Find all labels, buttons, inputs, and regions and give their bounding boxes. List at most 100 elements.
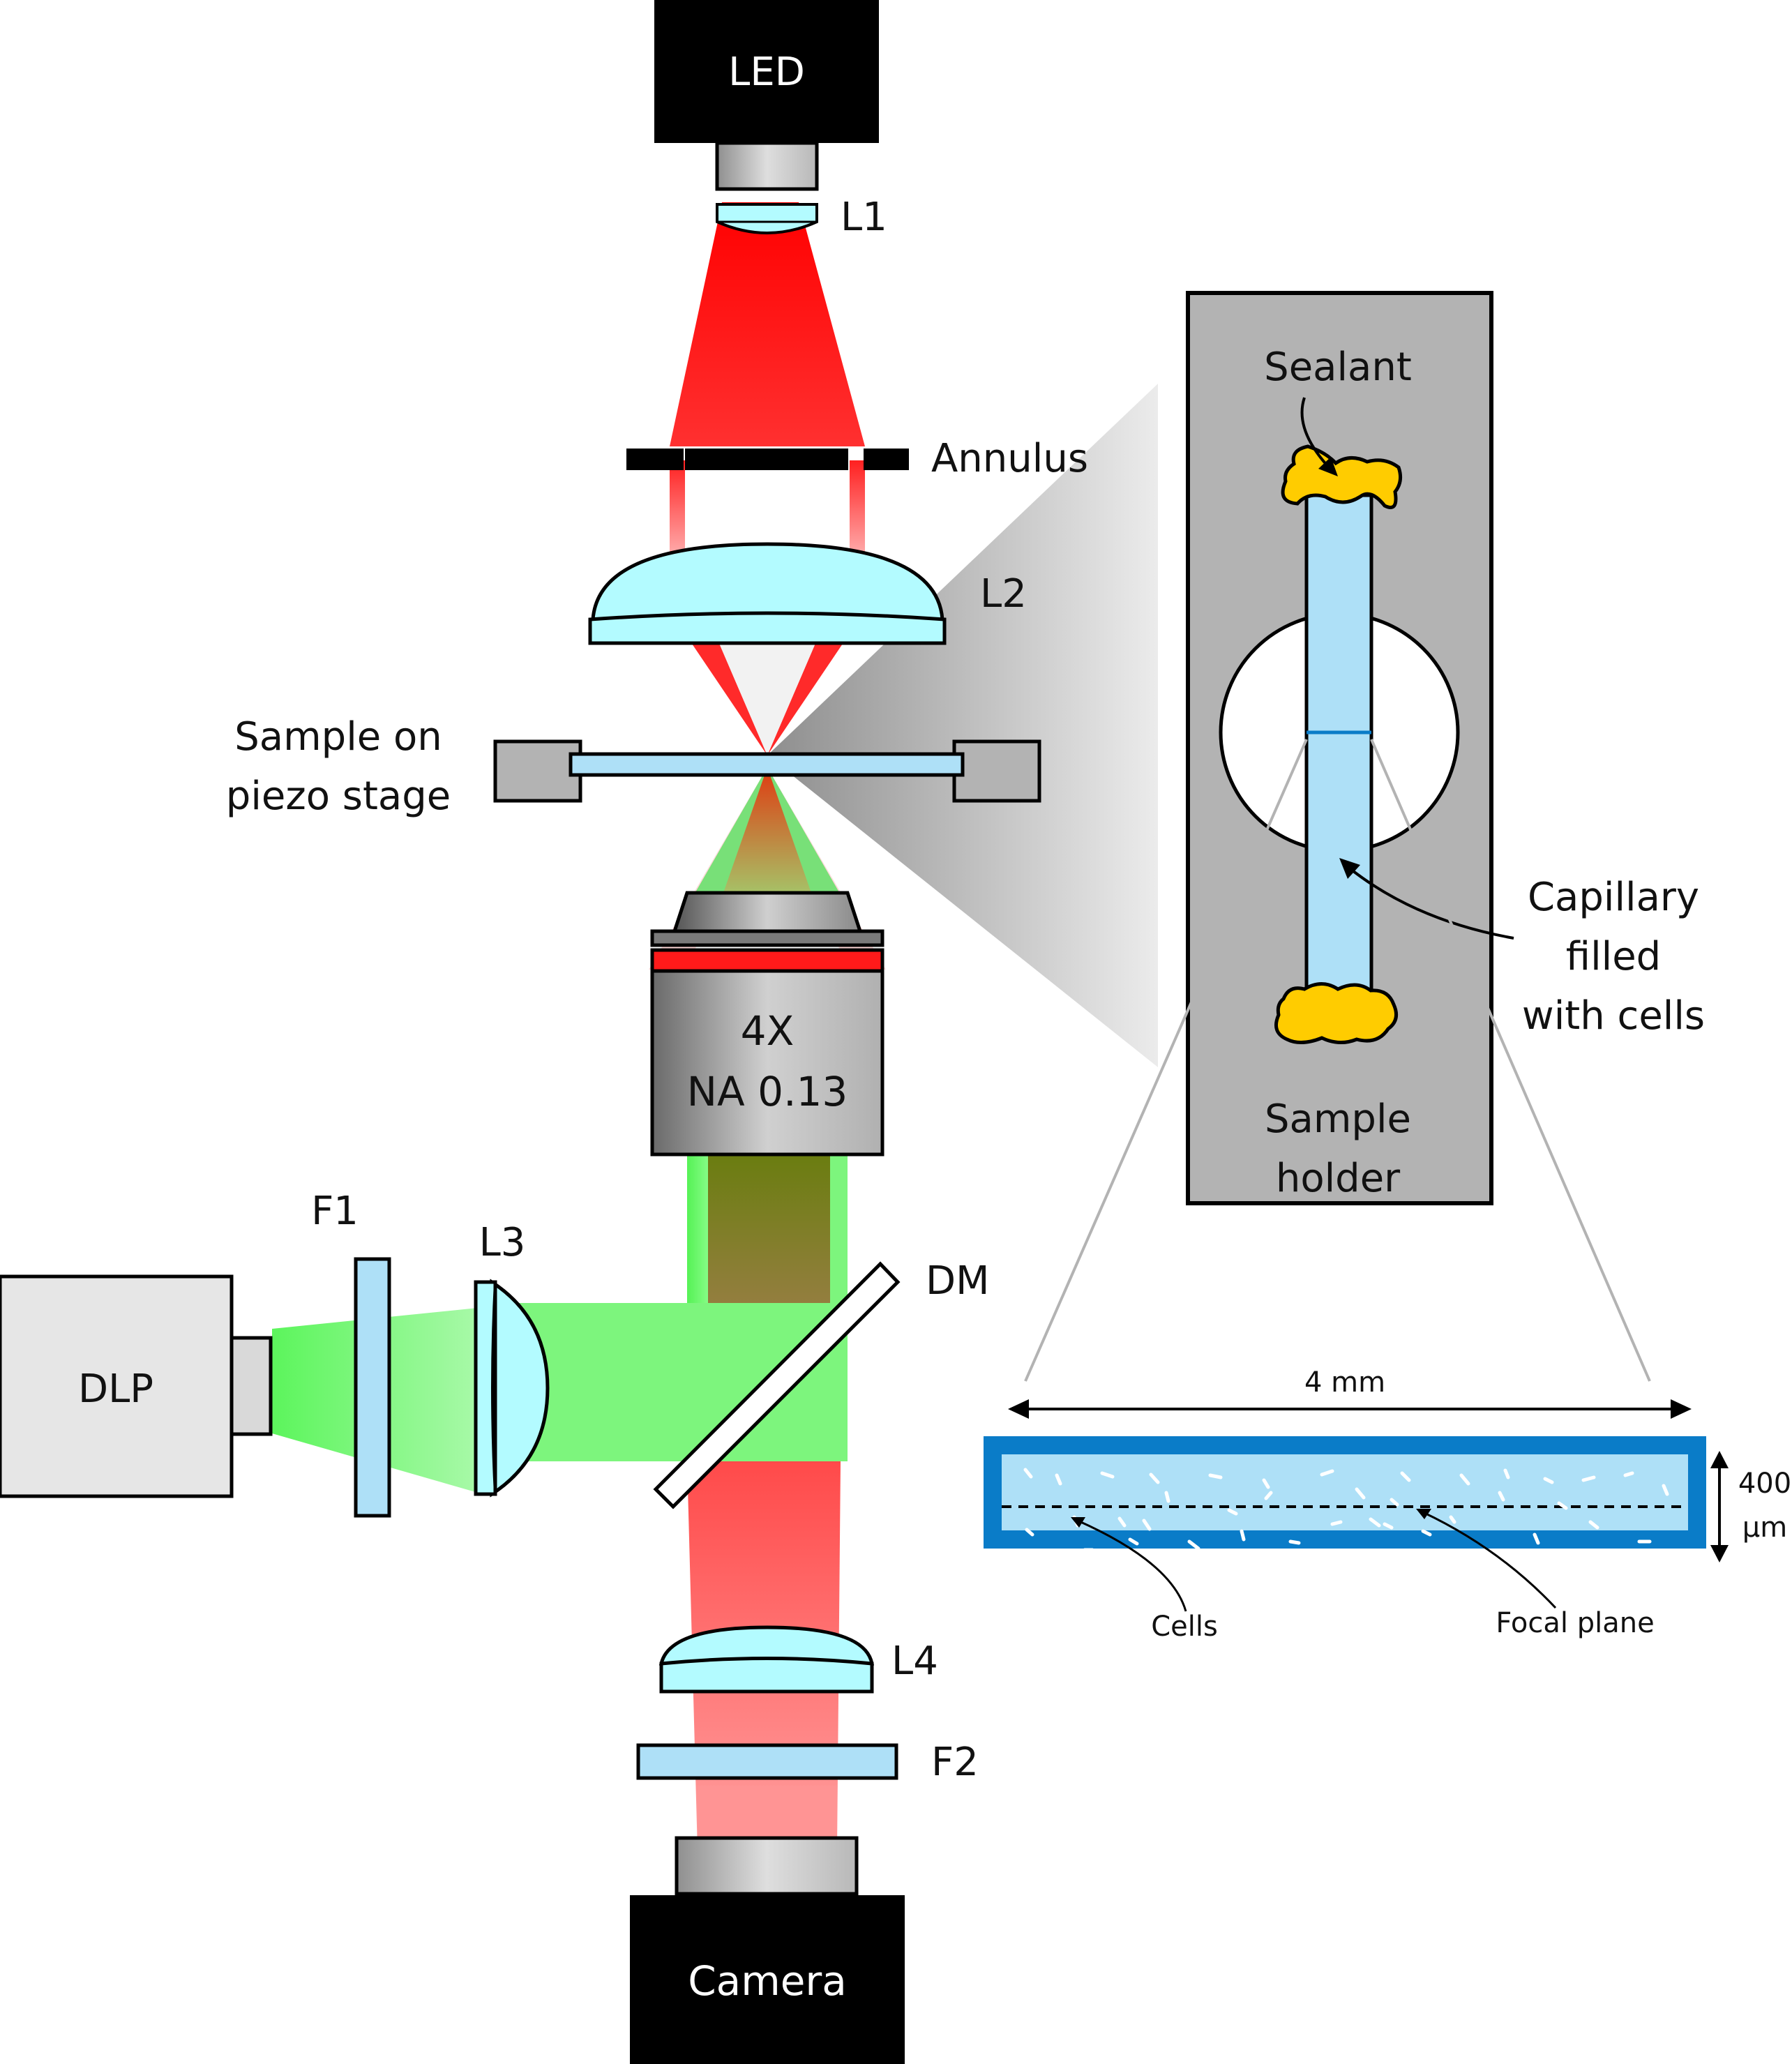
cell	[1240, 1529, 1246, 1542]
cell	[1533, 1532, 1540, 1545]
lens-l1	[716, 203, 818, 234]
sealant-label: Sealant	[1264, 345, 1412, 390]
height-arrow-top	[1710, 1451, 1729, 1468]
annulus-middle	[685, 449, 848, 470]
cell	[1355, 1487, 1366, 1500]
width-label: 4 mm	[1304, 1366, 1385, 1399]
cell	[1449, 1515, 1456, 1524]
l1-label: L1	[841, 195, 887, 240]
converging-inner-cone	[718, 642, 816, 755]
zoom-wedge	[767, 384, 1158, 1067]
cell	[1588, 1520, 1599, 1530]
height-arrow-bottom	[1710, 1545, 1729, 1562]
lens-l3-edge	[491, 1281, 497, 1495]
converging-ring-right	[767, 642, 844, 755]
dichroic-mirror	[653, 1261, 901, 1509]
red-beam-ring-right	[850, 460, 865, 558]
dlp-label: DLP	[78, 1366, 153, 1412]
cell	[1421, 1529, 1432, 1537]
cell	[1164, 1491, 1170, 1503]
cell	[1557, 1501, 1568, 1510]
width-arrow-left	[1008, 1399, 1029, 1419]
led-label: LED	[728, 50, 805, 95]
cell	[1503, 1468, 1510, 1479]
cells-arrowhead	[1071, 1517, 1085, 1528]
stage-right-clamp	[952, 739, 1041, 803]
camera-collar	[675, 1836, 859, 1896]
diverging-red-core	[718, 767, 816, 907]
l4-label: L4	[891, 1639, 938, 1684]
cell	[1055, 1473, 1062, 1486]
camera-body	[630, 1895, 905, 2064]
stage-left-clamp	[493, 739, 582, 803]
cell	[1149, 1472, 1160, 1484]
cell	[1498, 1491, 1505, 1502]
objective-body	[650, 969, 884, 1157]
cell	[1320, 1469, 1334, 1477]
sealant-arrowhead	[1318, 457, 1338, 476]
cell	[1100, 1471, 1115, 1479]
led-collar	[715, 141, 819, 191]
cell	[1208, 1473, 1223, 1479]
capillary-label-line2: filled	[1566, 934, 1661, 979]
focal-plane-arrow	[1422, 1511, 1557, 1609]
height-label-line2: µm	[1742, 1512, 1787, 1544]
annulus-left	[626, 449, 684, 470]
cell	[1227, 1508, 1238, 1516]
sample-slide	[569, 752, 965, 777]
sealant-bottom	[1274, 982, 1399, 1044]
red-beam-upper	[670, 202, 865, 446]
red-beam-ring-left	[670, 460, 685, 558]
cell	[1187, 1539, 1200, 1551]
capillary-arrowhead	[1339, 858, 1360, 879]
cell	[1623, 1471, 1634, 1477]
cell	[1330, 1520, 1343, 1526]
cell	[1025, 1528, 1034, 1537]
dlp-body	[0, 1274, 234, 1498]
capillary-cross-section	[984, 1436, 1706, 1549]
focal-plane-arrowhead	[1416, 1509, 1431, 1519]
f1-label: F1	[311, 1189, 359, 1234]
cell	[1369, 1517, 1381, 1528]
lens-l3	[490, 1279, 550, 1498]
objective-na: NA 0.13	[687, 1068, 848, 1115]
capillary-label-line3: with cells	[1522, 993, 1705, 1039]
lens-l2-base	[588, 611, 947, 645]
dm-label: DM	[926, 1258, 989, 1304]
annulus-label: Annulus	[931, 436, 1088, 481]
lens-l4	[658, 1625, 875, 1666]
cell	[1142, 1519, 1152, 1531]
lens-l2	[591, 542, 944, 622]
cell	[1023, 1468, 1033, 1479]
cells-arrow	[1077, 1519, 1187, 1612]
cell	[1264, 1491, 1273, 1500]
cell	[1262, 1478, 1270, 1489]
objective-red-band	[650, 948, 884, 973]
objective-cap	[672, 891, 863, 933]
zoom-line-right	[1370, 739, 1651, 1382]
cell	[1662, 1484, 1669, 1496]
cell	[1390, 1498, 1399, 1507]
sample-label-line1: Sample on	[234, 714, 442, 760]
led-body	[654, 0, 879, 143]
objective-magnification: 4X	[741, 1007, 795, 1055]
annulus-right	[864, 449, 909, 470]
filter-f1	[354, 1257, 391, 1518]
lens-l4-base	[659, 1657, 874, 1694]
holder-label-line2: holder	[1276, 1156, 1401, 1201]
filter-f2	[636, 1743, 898, 1780]
converging-ring-left	[691, 642, 767, 755]
height-label-line1: 400	[1738, 1468, 1791, 1500]
sample-label-line2: piezo stage	[226, 774, 451, 819]
focal-plane-label: Focal plane	[1496, 1607, 1654, 1639]
camera-label: Camera	[688, 1957, 847, 2005]
capillary-label-line1: Capillary	[1528, 875, 1699, 920]
cell	[1383, 1522, 1394, 1530]
l3-label: L3	[479, 1220, 526, 1265]
cell	[1128, 1537, 1139, 1546]
sealant-top	[1281, 444, 1403, 509]
f2-label: F2	[931, 1740, 979, 1785]
cell	[1288, 1539, 1301, 1545]
dlp-lens-port	[229, 1336, 273, 1436]
